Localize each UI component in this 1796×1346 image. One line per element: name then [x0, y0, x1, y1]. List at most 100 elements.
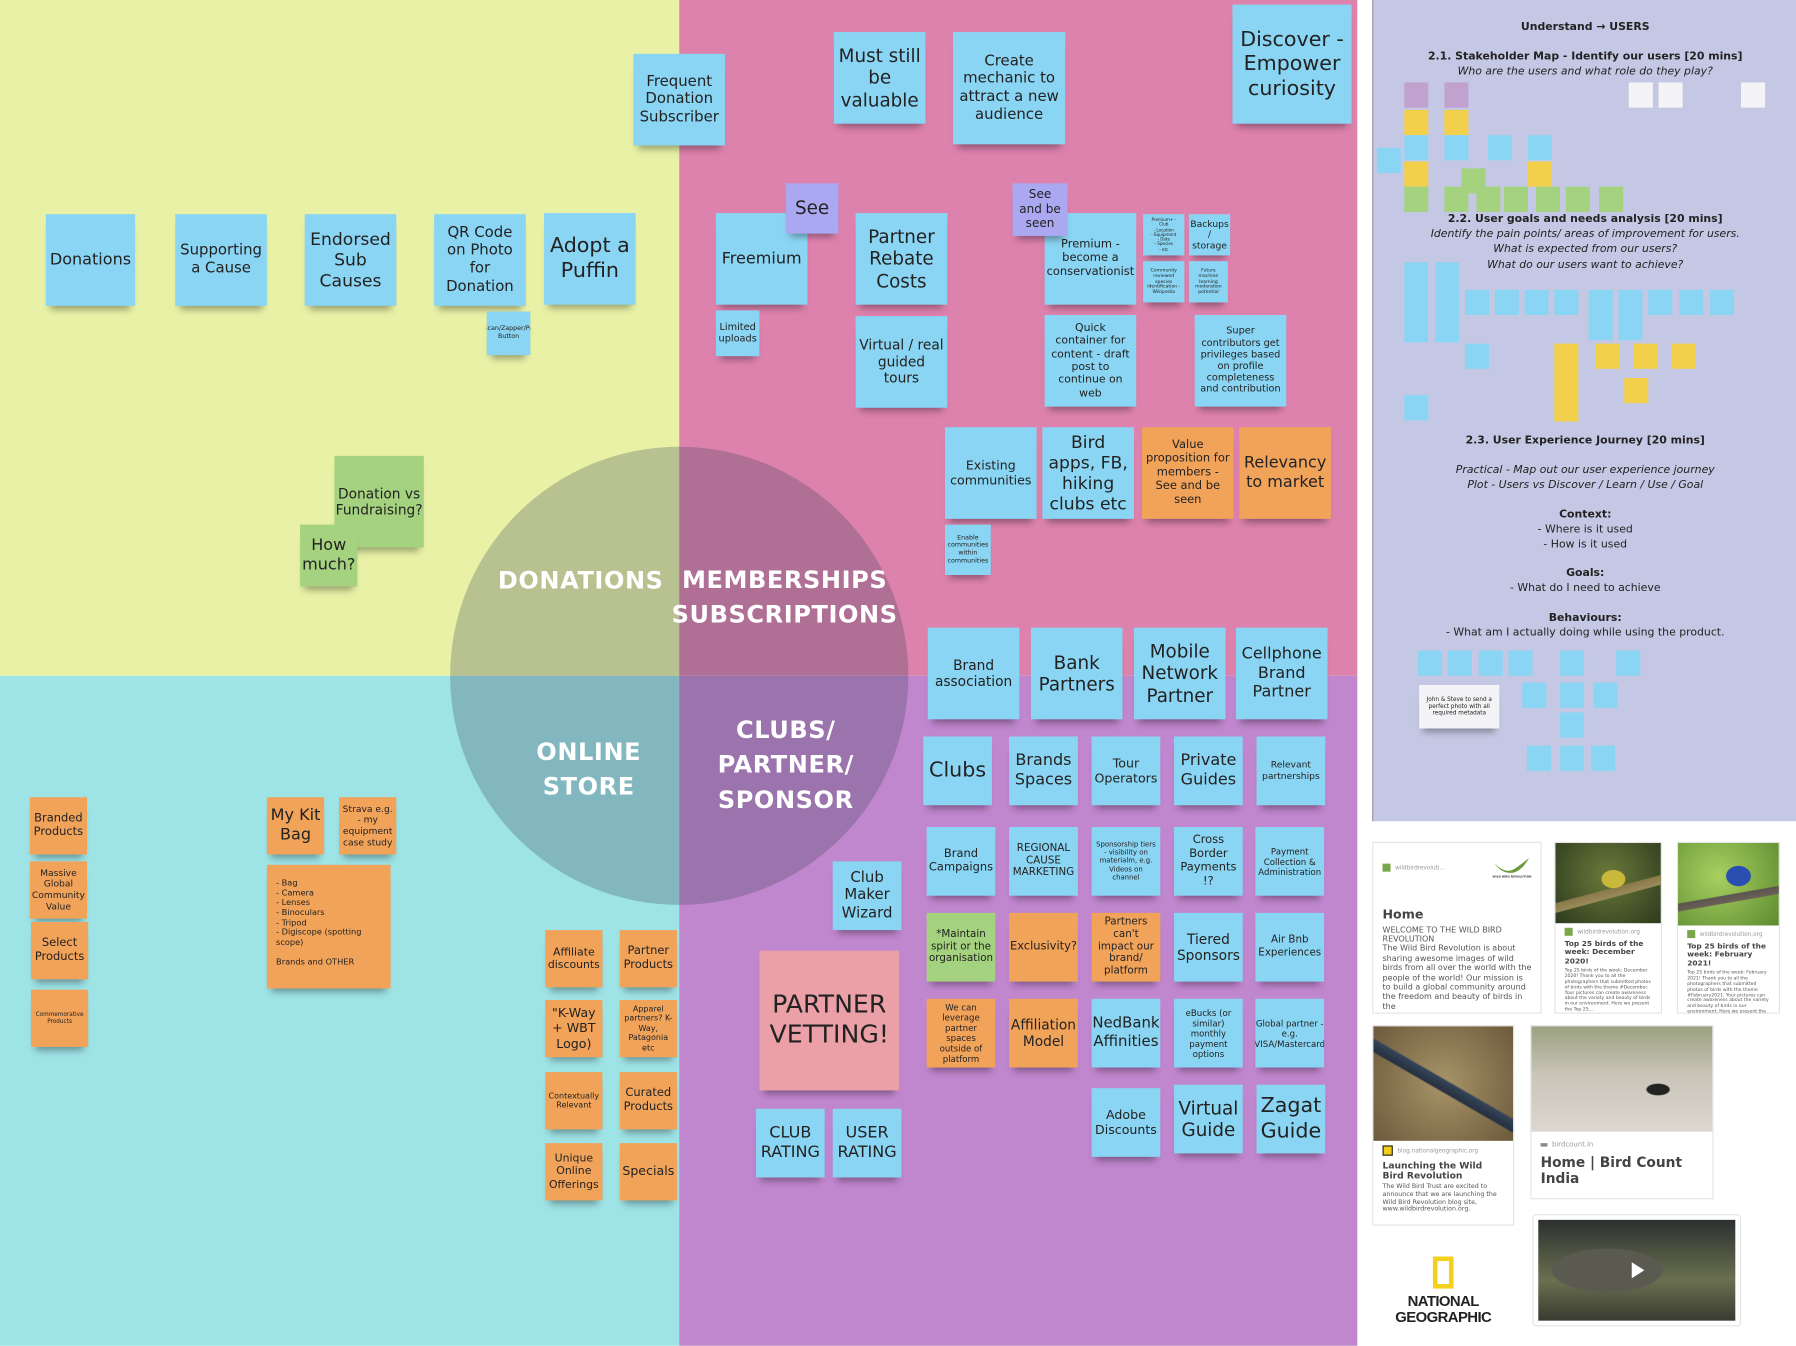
sticky-note[interactable]: Zagat Guide	[1256, 1084, 1326, 1154]
link-card-december[interactable]: wildbirdrevolution.org Top 25 birds of t…	[1554, 841, 1662, 1014]
sticky-note[interactable]: - Bag - Camera - Lenses - Binoculars - T…	[266, 864, 391, 989]
panel-sticky-square[interactable]	[1671, 343, 1696, 369]
link-card-natgeo[interactable]: blog.nationalgeographic.org Launching th…	[1372, 1025, 1515, 1226]
sticky-note[interactable]: "K-Way + WBT Logo)	[545, 999, 603, 1058]
sticky-note[interactable]: Bird apps, FB, hiking clubs etc	[1042, 427, 1134, 519]
panel-sticky-square[interactable]	[1560, 712, 1585, 738]
sticky-note[interactable]: Mobile Network Partner	[1133, 627, 1226, 720]
panel-sticky-square[interactable]	[1554, 343, 1579, 422]
panel-sticky-square[interactable]	[1376, 147, 1401, 173]
sticky-note[interactable]: Adopt a Puffin	[544, 213, 636, 305]
sticky-note[interactable]: Discover - Empower curiosity	[1232, 4, 1352, 124]
sticky-note[interactable]: Exclusivity?	[1009, 912, 1078, 982]
panel-sticky-square[interactable]	[1658, 82, 1683, 108]
panel-sticky-square[interactable]	[1524, 289, 1549, 315]
panel-sticky-square[interactable]	[1618, 289, 1643, 341]
sticky-note[interactable]: Virtual Guide	[1174, 1084, 1243, 1154]
sticky-note[interactable]: Specials	[619, 1143, 677, 1201]
sticky-note[interactable]: Bank Partners	[1030, 627, 1123, 720]
video-embed[interactable]	[1532, 1214, 1742, 1327]
panel-sticky-square[interactable]	[1404, 109, 1429, 136]
panel-sticky-square[interactable]	[1487, 135, 1512, 161]
sticky-note[interactable]: Value proposition for members - See and …	[1141, 427, 1234, 519]
panel-sticky-square[interactable]	[1435, 262, 1460, 343]
panel-sticky-square[interactable]	[1527, 161, 1553, 187]
sticky-note[interactable]: Sponsorship tiers - visibility on materi…	[1091, 826, 1161, 896]
sticky-note[interactable]: Virtual / real guided tours	[855, 316, 948, 408]
sticky-note[interactable]: Commemorative Products	[30, 989, 89, 1047]
panel-sticky-square[interactable]	[1404, 186, 1429, 212]
panel-sticky-square[interactable]	[1444, 109, 1469, 136]
sticky-note[interactable]: Frequent Donation Subscriber	[633, 53, 726, 146]
link-card-birdcount[interactable]: birdcount.in Home | Bird Count India	[1530, 1025, 1714, 1200]
sticky-note[interactable]: Club Maker Wizard	[832, 861, 902, 931]
panel-sticky-square[interactable]	[1560, 650, 1585, 676]
panel-sticky-square[interactable]	[1535, 186, 1561, 212]
panel-sticky-square[interactable]	[1526, 745, 1551, 771]
panel-sticky-square[interactable]	[1554, 289, 1579, 315]
link-card-february[interactable]: wildbirdrevolution.org Top 25 birds of t…	[1676, 841, 1780, 1014]
panel-sticky-square[interactable]	[1628, 82, 1653, 108]
sticky-note[interactable]: Tiered Sponsors	[1174, 912, 1243, 982]
panel-sticky-square[interactable]	[1598, 186, 1624, 212]
sticky-note[interactable]: Curated Products	[619, 1072, 677, 1130]
sticky-note[interactable]: Relevant partnerships	[1256, 736, 1326, 806]
play-icon[interactable]	[1631, 1262, 1645, 1279]
panel-sticky-square[interactable]	[1560, 682, 1585, 708]
sticky-note[interactable]: Payment Collection & Administration	[1255, 826, 1325, 896]
users-frame[interactable]: Understand → USERS 2.1. Stakeholder Map …	[1372, 0, 1796, 822]
sticky-note[interactable]: Supporting a Cause	[175, 214, 267, 306]
panel-sticky-square[interactable]	[1741, 82, 1766, 108]
panel-sticky-square[interactable]	[1624, 377, 1649, 404]
sticky-note[interactable]: Cellphone Brand Partner	[1235, 627, 1328, 720]
journey-note[interactable]: John & Steve to send a perfect photo wit…	[1419, 684, 1500, 729]
panel-sticky-square[interactable]	[1590, 745, 1616, 771]
sticky-note[interactable]: Affiliation Model	[1009, 998, 1078, 1068]
sticky-note[interactable]: Future machine learning moderation poten…	[1188, 261, 1228, 303]
sticky-note[interactable]: Existing communities	[944, 427, 1037, 519]
panel-sticky-square[interactable]	[1616, 650, 1641, 676]
sticky-note[interactable]: Brands Spaces	[1009, 736, 1078, 806]
sticky-note[interactable]: Clubs	[923, 736, 992, 806]
sticky-note[interactable]: Cross Border Payments !?	[1174, 826, 1243, 896]
sticky-note[interactable]: REGIONAL CAUSE MARKETING	[1009, 826, 1078, 896]
panel-sticky-square[interactable]	[1679, 289, 1704, 315]
panel-sticky-square[interactable]	[1522, 682, 1547, 708]
sticky-note[interactable]: Apparel partners? K-Way, Patagonia etc	[619, 999, 677, 1058]
panel-sticky-square[interactable]	[1478, 650, 1503, 676]
sticky-note[interactable]: Brand Campaigns	[926, 826, 996, 896]
sticky-note[interactable]: CLUB RATING	[755, 1108, 825, 1178]
panel-sticky-square[interactable]	[1648, 289, 1673, 315]
panel-sticky-square[interactable]	[1404, 135, 1429, 161]
panel-sticky-square[interactable]	[1476, 186, 1501, 212]
sticky-note[interactable]: Affiliate discounts	[545, 930, 603, 988]
sticky-note[interactable]: Branded Products	[29, 797, 88, 855]
sticky-note[interactable]: Community reviewed species identificatio…	[1143, 261, 1185, 303]
sticky-note[interactable]: Must still be valuable	[833, 32, 926, 124]
sticky-note[interactable]: *Maintain spirit or the organisation	[926, 912, 996, 982]
panel-sticky-square[interactable]	[1404, 161, 1429, 187]
sticky-note[interactable]: Enable communities within communities	[944, 524, 991, 575]
sticky-note[interactable]: Create mechanic to attract a new audienc…	[952, 32, 1066, 145]
panel-sticky-square[interactable]	[1444, 135, 1469, 161]
panel-sticky-square[interactable]	[1447, 650, 1472, 676]
sticky-note[interactable]: Brand association	[927, 627, 1020, 720]
sticky-note[interactable]: Partners can't impact our brand/ platfor…	[1091, 912, 1161, 982]
panel-sticky-square[interactable]	[1404, 395, 1429, 421]
sticky-note[interactable]: Super contributors get privileges based …	[1194, 314, 1287, 407]
sticky-note[interactable]: Premium+ - Club - Location - Equipment -…	[1143, 214, 1185, 256]
sticky-note[interactable]: QR Code on Photo for Donation	[434, 214, 526, 306]
sticky-note[interactable]: How much?	[300, 524, 358, 587]
sticky-note[interactable]: Adobe Discounts	[1091, 1088, 1161, 1157]
sticky-note[interactable]: Freemium	[715, 213, 808, 305]
sticky-note[interactable]: Relevancy to market	[1239, 427, 1331, 519]
panel-sticky-square[interactable]	[1593, 682, 1618, 708]
sticky-note[interactable]: Private Guides	[1174, 736, 1243, 806]
sticky-note[interactable]: Partner Products	[619, 930, 677, 988]
sticky-note[interactable]: Unique Online Offerings	[545, 1143, 603, 1201]
panel-sticky-square[interactable]	[1404, 262, 1429, 343]
panel-sticky-square[interactable]	[1444, 82, 1469, 108]
sticky-note[interactable]: We can leverage partner spaces outside o…	[926, 998, 996, 1068]
sticky-note[interactable]: Global partner - e.g. VISA/Mastercard	[1255, 998, 1325, 1068]
panel-sticky-square[interactable]	[1710, 289, 1735, 315]
